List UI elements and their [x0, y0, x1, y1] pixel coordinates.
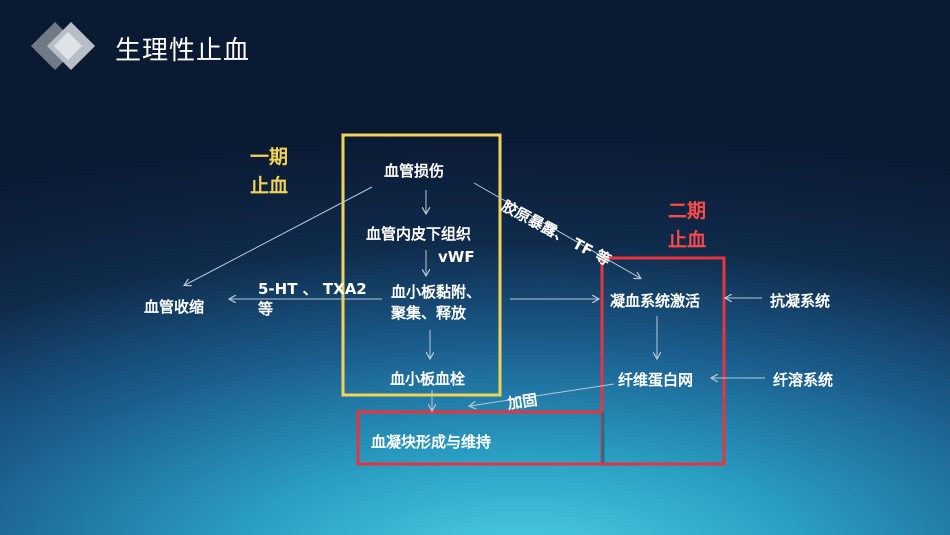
node-fibrin-network: 纤维蛋白网 — [618, 371, 694, 389]
node-fibrinolysis: 纤溶系统 — [773, 371, 834, 389]
node-anticoagulation: 抗凝系统 — [770, 292, 831, 310]
node-vwf: vWF — [438, 248, 475, 266]
arrow-injury-to-coagulation — [473, 182, 640, 278]
label-reinforce: 加固 — [506, 390, 539, 413]
stage-two-box — [600, 256, 726, 466]
node-platelet-adhesion-line-1: 血小板黏附、 — [391, 283, 482, 301]
node-coagulation-activation: 凝血系统激活 — [610, 292, 701, 310]
page-title: 生理性止血 — [115, 36, 251, 66]
stage-two-line-2: 止血 — [668, 229, 707, 251]
stage-one-line-2: 止血 — [250, 175, 289, 197]
node-subendothelium: 血管内皮下组织 — [366, 225, 472, 243]
node-platelet-adhesion-line-2: 聚集、释放 — [391, 304, 467, 322]
node-mediators-line-1: 5-HT 、 TXA2 — [258, 280, 367, 298]
arrow-injury-to-vasoconstriction — [185, 186, 373, 285]
node-clot: 血凝块形成与维持 — [371, 433, 492, 451]
logo-icon — [30, 21, 96, 71]
stage-two-label: 二期 止血 — [668, 197, 706, 255]
stage-one-box — [341, 133, 502, 397]
node-mediators-line-2: 等 — [258, 300, 274, 318]
clot-box — [356, 410, 604, 466]
stage-two-line-1: 二期 — [668, 200, 707, 222]
node-platelet-thrombus: 血小板血栓 — [390, 370, 466, 388]
node-mediators: 5-HT 、 TXA2 等 — [258, 279, 367, 319]
node-platelet-adhesion: 血小板黏附、 聚集、释放 — [391, 282, 481, 324]
node-vascular-injury: 血管损伤 — [384, 162, 445, 180]
arrow-fibrin-to-clot — [470, 383, 615, 406]
node-vasoconstriction: 血管收缩 — [144, 298, 205, 316]
stage-one-label: 一期 止血 — [250, 143, 288, 201]
stage-one-line-1: 一期 — [250, 146, 289, 168]
